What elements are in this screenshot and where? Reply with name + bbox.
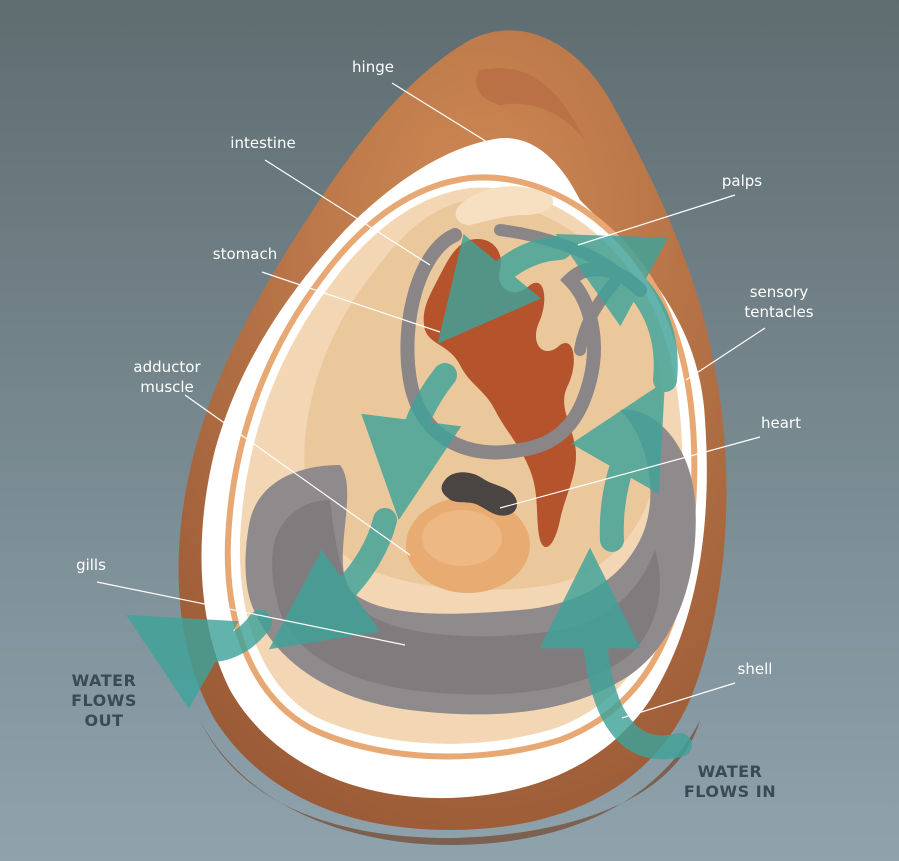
label-sensory-line-1: sensory — [750, 283, 809, 301]
label-shell: shell — [738, 660, 773, 678]
flow-arrow-top-right — [555, 234, 678, 392]
leader-lines — [96, 82, 766, 719]
flow-arrow-right — [571, 381, 665, 552]
leader-intestine — [264, 159, 431, 266]
shell-ridge — [476, 68, 585, 140]
label-intestine: intestine — [230, 134, 295, 152]
flow-arrow-lower — [268, 508, 397, 650]
flow-in-line-1: WATER — [698, 762, 763, 781]
leader-hinge — [391, 82, 501, 151]
leader-sensory-tentacles — [685, 327, 766, 381]
adductor-highlight — [422, 510, 502, 566]
leader-stomach — [261, 271, 441, 333]
flow-arrow-out — [126, 610, 272, 709]
flow-out-line-2: FLOWS — [71, 691, 137, 710]
label-adductor-line-2: muscle — [140, 378, 194, 396]
flow-out-line-3: OUT — [84, 711, 123, 730]
label-stomach: stomach — [213, 245, 277, 263]
flow-arrow-middle — [361, 363, 462, 521]
label-gills: gills — [76, 556, 106, 574]
flow-in-line-2: FLOWS IN — [684, 782, 776, 801]
leader-gills — [96, 581, 406, 646]
water-flows-out-label: WATER FLOWS OUT — [71, 671, 137, 730]
palps — [455, 186, 554, 225]
leader-heart — [499, 436, 761, 509]
leader-shell — [621, 682, 736, 719]
label-sensory-line-2: tentacles — [744, 303, 813, 321]
flow-arrow-in — [539, 547, 692, 760]
label-palps: palps — [722, 172, 762, 190]
leader-palps — [577, 194, 736, 246]
leader-adductor-muscle — [184, 394, 411, 556]
water-flows-in-label: WATER FLOWS IN — [684, 762, 776, 801]
flow-arrow-top — [437, 234, 572, 344]
flow-out-line-1: WATER — [72, 671, 137, 690]
label-hinge: hinge — [352, 58, 394, 76]
label-adductor-line-1: adductor — [133, 358, 201, 376]
label-heart: heart — [761, 414, 801, 432]
water-flow-arrows — [126, 234, 692, 760]
